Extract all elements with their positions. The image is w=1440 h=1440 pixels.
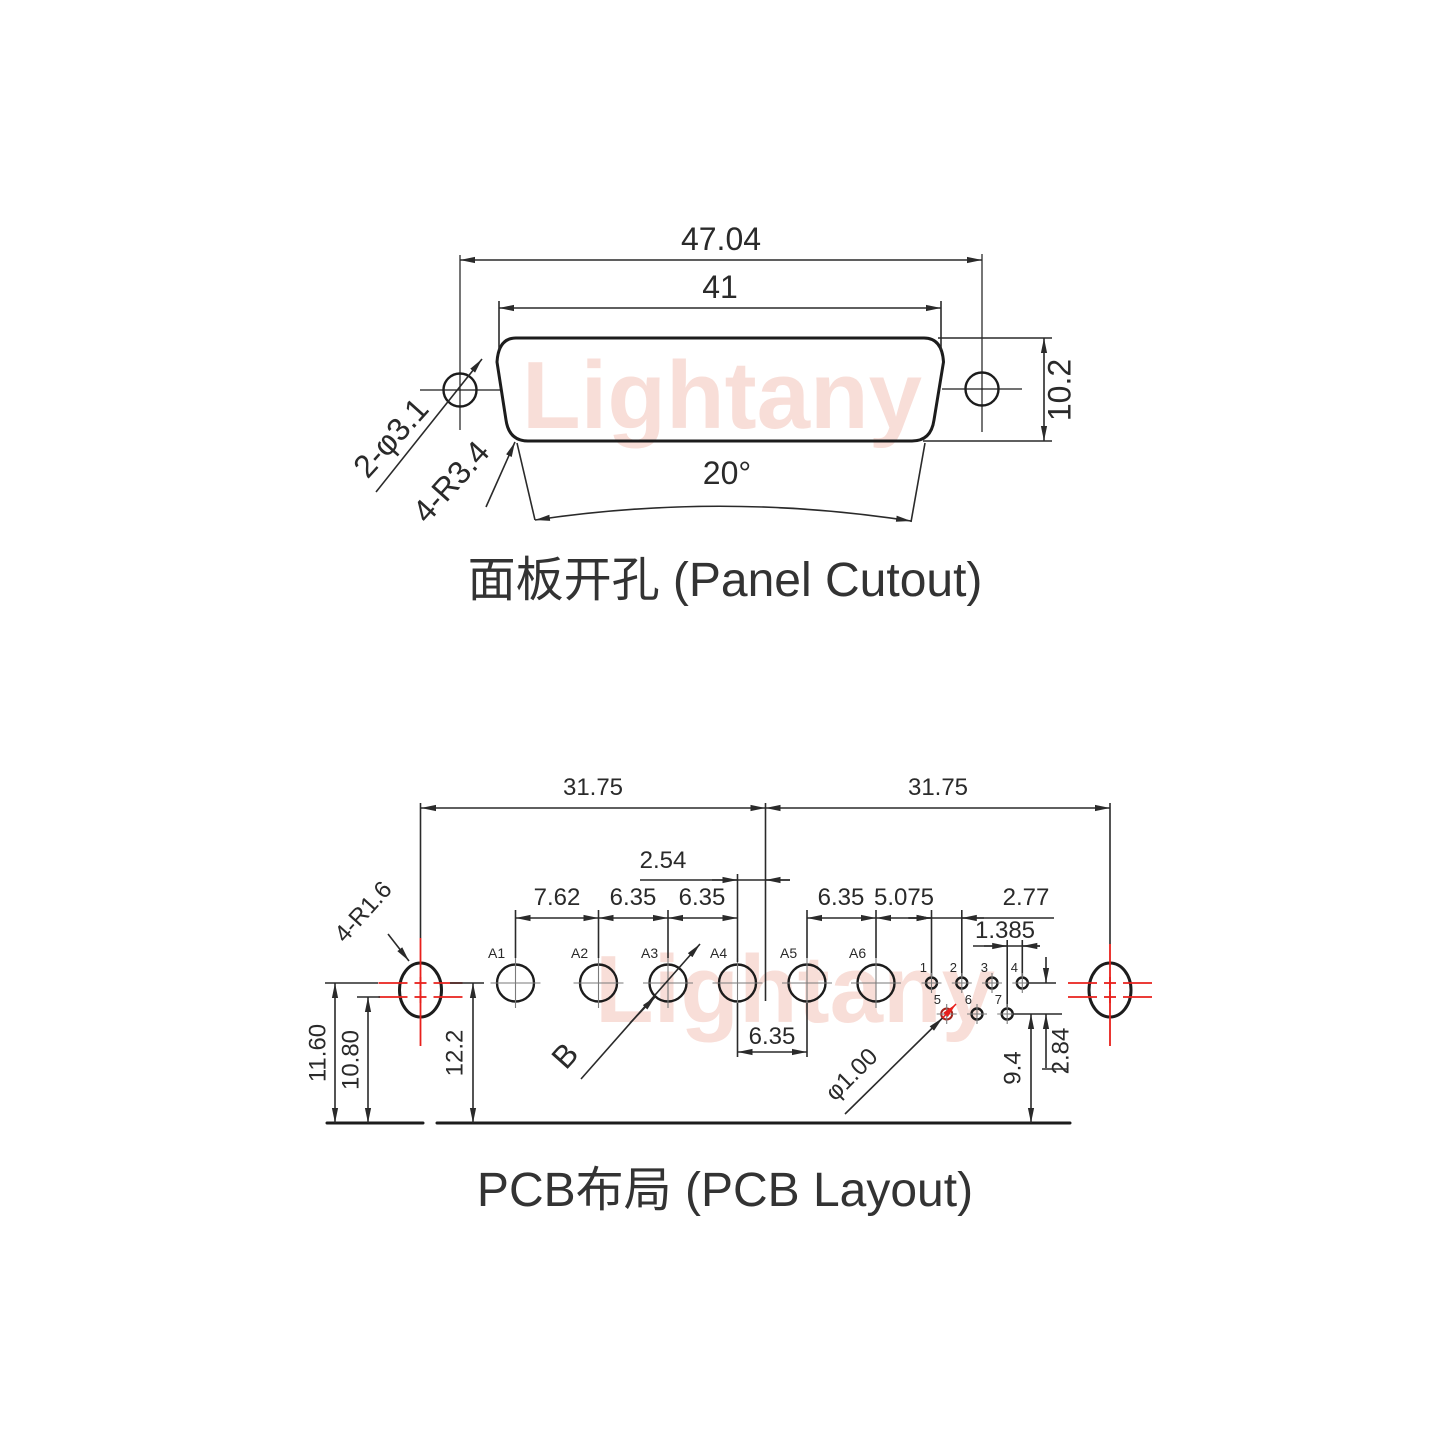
dim-opening-width-text: 41 <box>702 269 738 305</box>
dim-a4-a5-text: 6.35 <box>749 1023 796 1050</box>
pin-3: 3 <box>981 960 1002 993</box>
dim-a4-to-center-text: 2.54 <box>640 847 687 874</box>
coax-label-a3: A3 <box>641 945 658 961</box>
dim-a6-pin1: 5.075 <box>874 884 934 922</box>
dim-opening-height: 10.2 <box>923 337 1077 442</box>
dim-a5-a6: 6.35 <box>807 884 876 922</box>
dim-opening-width: 41 <box>498 269 942 350</box>
pcb-mount-slot-right <box>1068 803 1152 1046</box>
pin-label-6: 6 <box>965 992 972 1007</box>
dim-span-right-text: 31.75 <box>908 774 968 801</box>
coax-hole-a5: A5 <box>780 945 832 1008</box>
signal-pins: 1 2 3 4 5 <box>920 960 1033 1024</box>
dim-mount-upper: 11.60 <box>304 983 339 1123</box>
coax-label-a1: A1 <box>488 945 505 961</box>
dim-span-left-text: 31.75 <box>563 774 623 801</box>
label-section-b-text: B <box>544 1036 585 1076</box>
dim-a2-a3: 6.35 <box>598 884 668 922</box>
dim-row-offset-text: 1.385 <box>975 917 1035 944</box>
dim-span-right: 31.75 <box>765 774 1110 812</box>
panel-mount-hole-left <box>420 255 500 430</box>
label-corner-radius-text: 4-R3.4 <box>405 434 496 529</box>
dim-side-angle: 20° <box>516 442 926 523</box>
dim-pin-pitch: 2.77 <box>908 884 1054 922</box>
dim-row-offset: 1.385 <box>973 917 1040 1007</box>
pin-label-5: 5 <box>934 992 941 1007</box>
coax-hole-a1: A1 <box>488 945 541 1008</box>
label-pin-dia-text: φ1.00 <box>820 1043 883 1106</box>
dim-side-angle-text: 20° <box>703 455 751 491</box>
dim-a4-a5: 6.35 <box>736 1003 808 1057</box>
coax-label-a2: A2 <box>571 945 588 961</box>
dim-a4-to-center: 2.54 <box>640 847 790 884</box>
watermark-bottom: Lightany <box>595 936 995 1043</box>
panel-cutout-title: 面板开孔 (Panel Cutout) <box>468 554 983 607</box>
dim-a1-a2-text: 7.62 <box>534 884 581 911</box>
label-mount-holes-text: 2-φ3.1 <box>346 391 435 485</box>
pcb-layout-title: PCB布局 (PCB Layout) <box>477 1164 973 1217</box>
label-slot-radius: 4-R1.6 <box>329 876 410 962</box>
coax-holes: A1 A2 A3 A4 A5 <box>488 945 901 1008</box>
dim-row-a-height-text: 12.2 <box>441 1030 468 1077</box>
pin-1: 1 <box>920 960 942 993</box>
dim-overall-width-text: 47.04 <box>681 221 761 257</box>
panel-mount-hole-right <box>942 254 1022 432</box>
coax-hole-a6: A6 <box>849 945 901 1008</box>
dim-a3-a4-text: 6.35 <box>679 884 726 911</box>
dim-pin-row-height: 9.4 <box>999 1014 1035 1123</box>
pin-label-3: 3 <box>981 960 988 975</box>
pcb-mount-slot-left <box>325 803 484 1046</box>
dim-opening-height-text: 10.2 <box>1041 359 1077 421</box>
pin-label-1: 1 <box>920 960 927 975</box>
coax-hole-a2: A2 <box>571 945 624 1008</box>
dim-a2-a3-text: 6.35 <box>610 884 657 911</box>
pin-label-2: 2 <box>950 960 957 975</box>
label-corner-radius: 4-R3.4 <box>405 434 516 529</box>
pin-7: 7 <box>995 992 1018 1024</box>
dim-overall-width: 47.04 <box>460 221 982 264</box>
dim-row-gap: 2.84 <box>1013 957 1074 1074</box>
coax-hole-a3: A3 <box>641 945 693 1008</box>
pin-6: 6 <box>965 992 987 1024</box>
dim-row-a-height: 12.2 <box>441 983 477 1123</box>
coax-label-a5: A5 <box>780 945 797 961</box>
dim-mount-upper-text: 11.60 <box>304 1024 331 1082</box>
dim-a6-pin1-text: 5.075 <box>874 884 934 911</box>
dim-row-gap-text: 2.84 <box>1047 1028 1074 1075</box>
dim-mount-lower: 10.80 <box>337 997 372 1123</box>
dim-span-left: 31.75 <box>421 774 766 812</box>
dim-a5-a6-text: 6.35 <box>818 884 865 911</box>
label-slot-radius-text: 4-R1.6 <box>329 876 397 948</box>
pin-label-7: 7 <box>995 992 1002 1007</box>
dim-mount-lower-text: 10.80 <box>337 1030 364 1090</box>
dim-a1-a2: 7.62 <box>515 884 599 922</box>
panel-cutout-drawing: Lightany 47.04 41 <box>346 221 1077 607</box>
coax-label-a4: A4 <box>710 945 727 961</box>
watermark-top: Lightany <box>522 342 922 449</box>
pin-2: 2 <box>950 960 972 993</box>
pin-label-4: 4 <box>1011 960 1018 975</box>
dim-a3-a4: 6.35 <box>668 884 738 922</box>
pcb-layout-drawing: Lightany <box>304 774 1152 1217</box>
dim-pin-pitch-text: 2.77 <box>1003 884 1050 911</box>
coax-hole-a4: A4 <box>710 945 763 1008</box>
coax-label-a6: A6 <box>849 945 866 961</box>
dim-pin-row-height-text: 9.4 <box>999 1051 1026 1084</box>
